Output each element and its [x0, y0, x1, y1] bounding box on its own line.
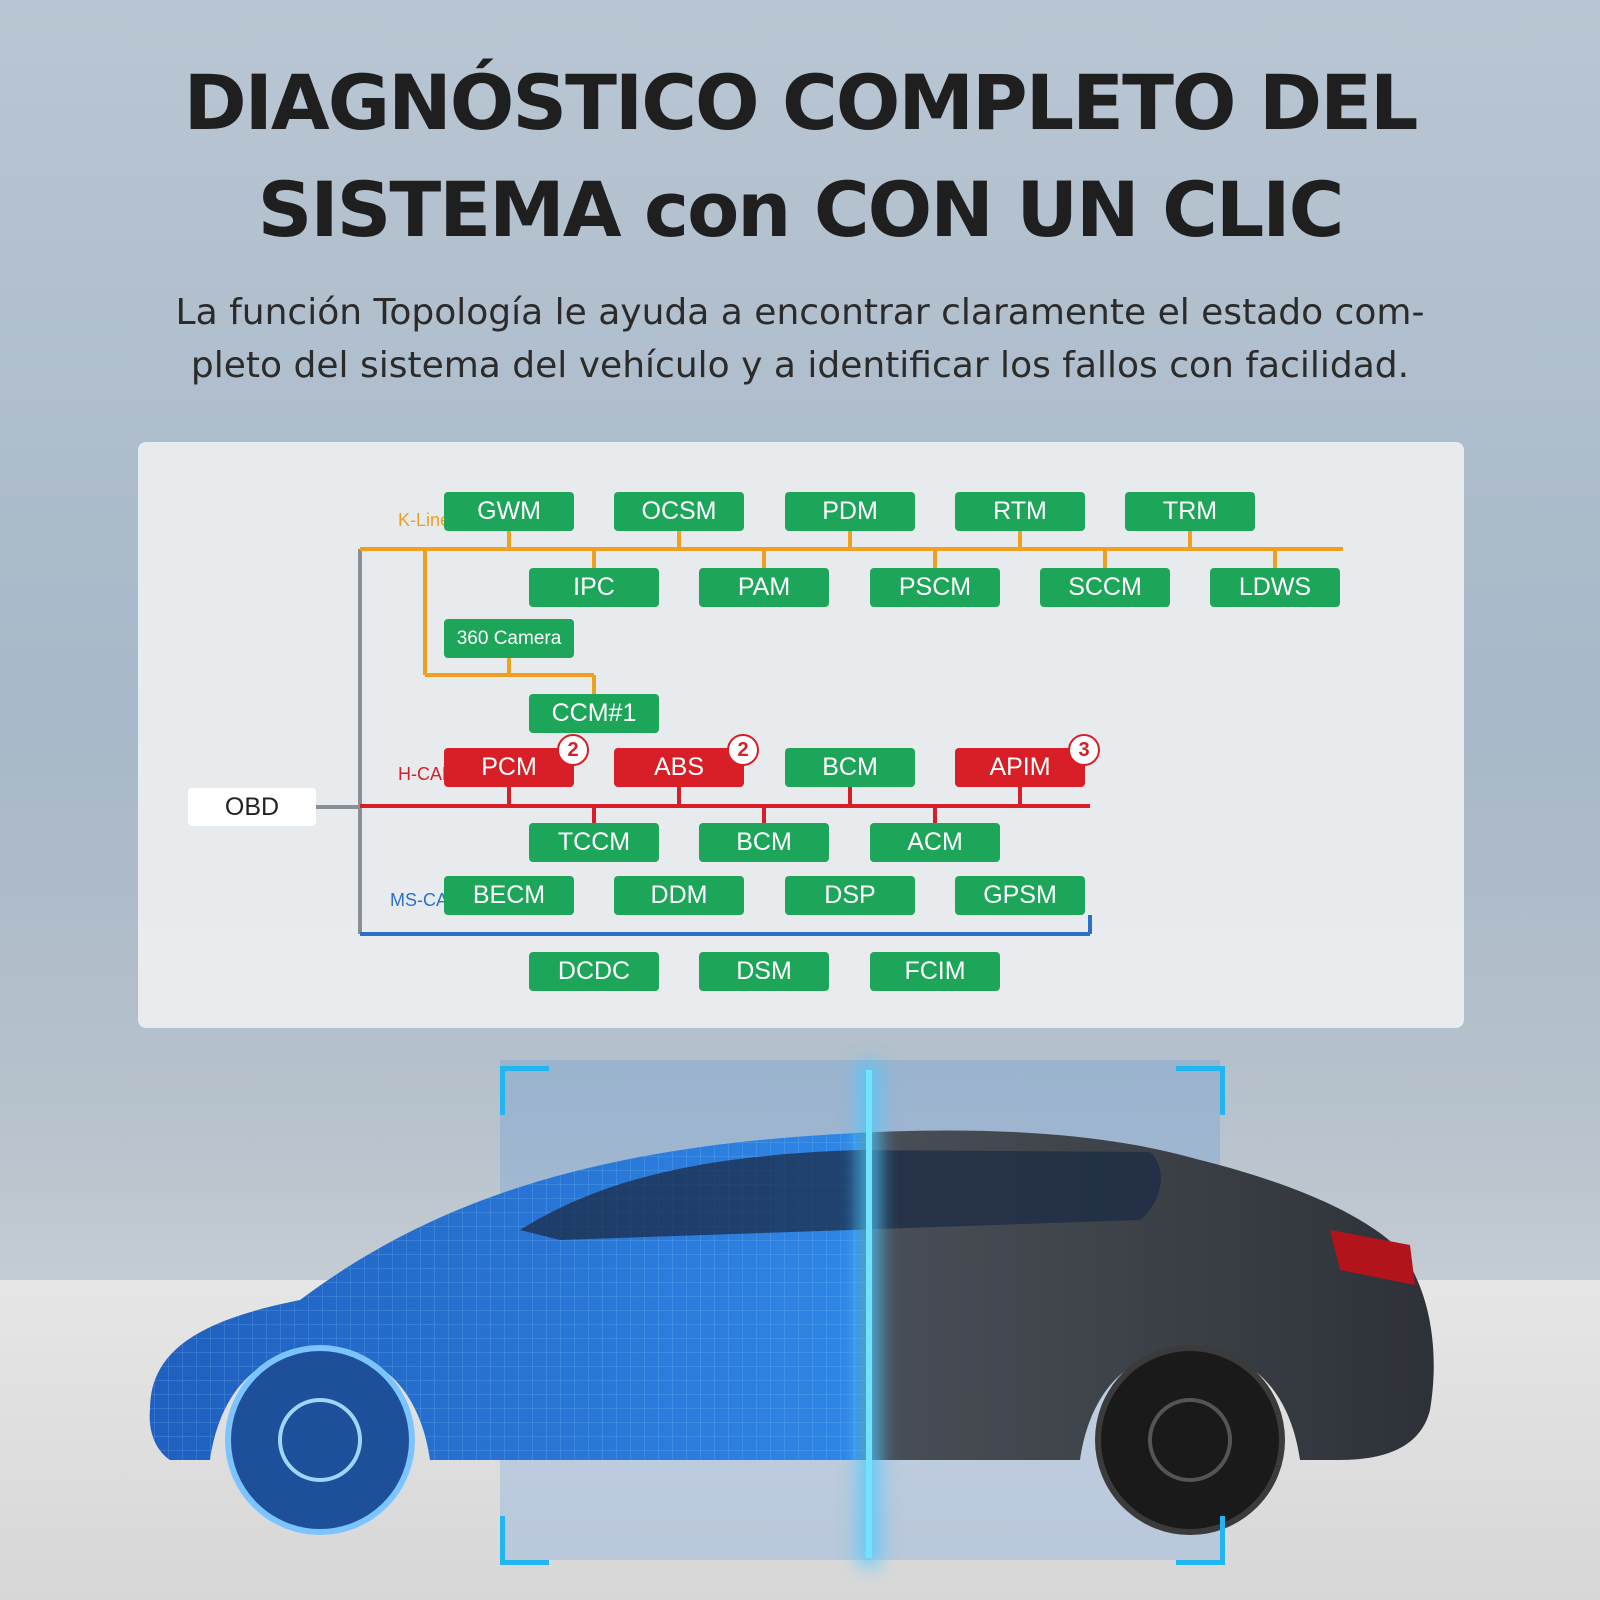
- car-window: [520, 1150, 1161, 1240]
- ms-can-label: MS-CAN: [390, 890, 461, 910]
- module-dsp[interactable]: DSP: [785, 876, 915, 915]
- module-ddm[interactable]: DDM: [614, 876, 744, 915]
- module-sccm[interactable]: SCCM: [1040, 568, 1170, 607]
- module-ccm-1[interactable]: CCM#1: [529, 694, 659, 733]
- module-pam[interactable]: PAM: [699, 568, 829, 607]
- tail-light: [1330, 1230, 1415, 1285]
- module-pcm[interactable]: PCM: [444, 748, 574, 787]
- module-apim[interactable]: APIM: [955, 748, 1085, 787]
- scan-corner-bottom-left: [500, 1516, 549, 1565]
- module-acm[interactable]: ACM: [870, 823, 1000, 862]
- subtitle-line-1: La función Topología le ayuda a encontra…: [175, 292, 1425, 333]
- obd-node[interactable]: OBD: [188, 788, 316, 826]
- module-ipc[interactable]: IPC: [529, 568, 659, 607]
- front-wheel: [225, 1345, 415, 1535]
- topology-panel: K-Line H-CAN MS-CAN OBD GWM OCSM PDM RTM TRM…: [138, 442, 1464, 1028]
- vehicle-scan-illustration: [0, 1030, 1600, 1600]
- module-fcim[interactable]: FCIM: [870, 952, 1000, 991]
- module-ldws[interactable]: LDWS: [1210, 568, 1340, 607]
- module-pdm[interactable]: PDM: [785, 492, 915, 531]
- module-dsm[interactable]: DSM: [699, 952, 829, 991]
- fault-count-badge: 2: [557, 734, 589, 766]
- module-pscm[interactable]: PSCM: [870, 568, 1000, 607]
- car-illustration: [149, 1130, 1434, 1535]
- module-bcm[interactable]: BCM: [699, 823, 829, 862]
- module-ocsm[interactable]: OCSM: [614, 492, 744, 531]
- module-abs[interactable]: ABS: [614, 748, 744, 787]
- page-title-line-1: DIAGNÓSTICO COMPLETO DEL: [183, 58, 1419, 147]
- fault-count-badge: 3: [1068, 734, 1100, 766]
- k-line-label: K-Line: [398, 510, 451, 530]
- subtitle-line-2: pleto del sistema del vehículo y a ident…: [190, 345, 1410, 386]
- fault-count-badge: 2: [727, 734, 759, 766]
- module-gpsm[interactable]: GPSM: [955, 876, 1085, 915]
- scan-corner-bottom-right: [1176, 1516, 1225, 1565]
- module-rtm[interactable]: RTM: [955, 492, 1085, 531]
- rear-wheel: [1095, 1345, 1285, 1535]
- module-dcdc[interactable]: DCDC: [529, 952, 659, 991]
- module-tccm[interactable]: TCCM: [529, 823, 659, 862]
- module-bcm[interactable]: BCM: [785, 748, 915, 787]
- scan-corner-top-left: [500, 1066, 549, 1115]
- scan-line: [866, 1070, 872, 1558]
- module-360-camera[interactable]: 360 Camera: [444, 619, 574, 658]
- page-title-line-2: SISTEMA con CON UN CLIC: [257, 165, 1345, 254]
- module-gwm[interactable]: GWM: [444, 492, 574, 531]
- scan-corner-top-right: [1176, 1066, 1225, 1115]
- module-trm[interactable]: TRM: [1125, 492, 1255, 531]
- module-becm[interactable]: BECM: [444, 876, 574, 915]
- h-can-label: H-CAN: [398, 764, 455, 784]
